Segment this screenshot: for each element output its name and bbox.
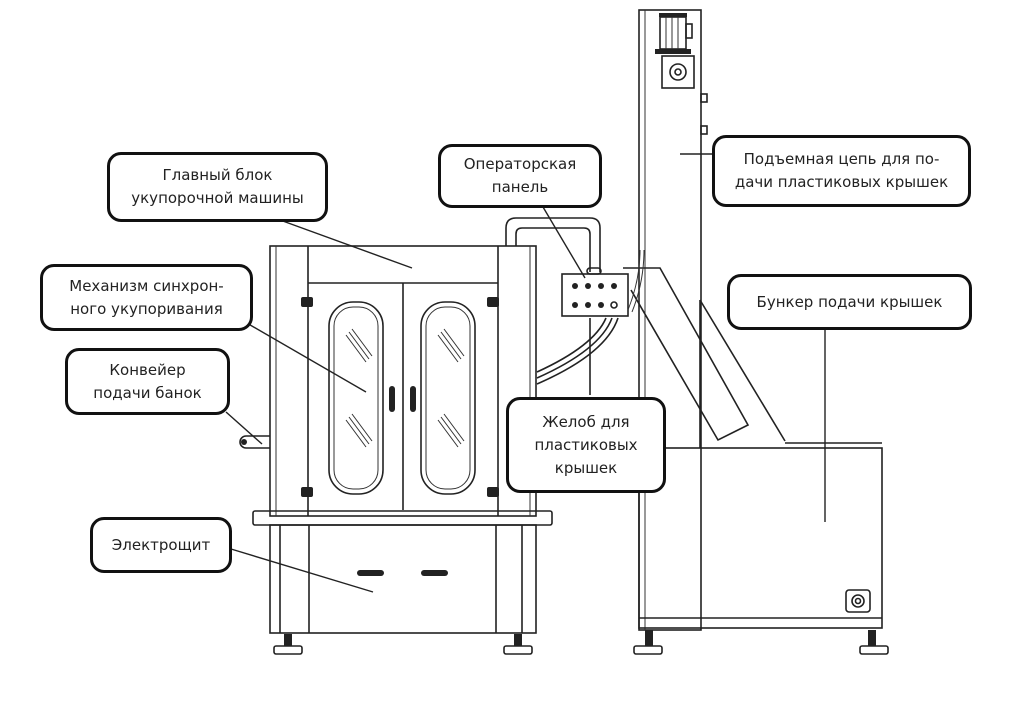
cap-hopper-drawing (633, 442, 889, 655)
callout-line: панель (491, 178, 549, 196)
callout-lift-chain: Подъемная цепь для по- дачи пластиковых … (712, 135, 971, 207)
callout-line: подачи банок (93, 383, 202, 402)
hinge (487, 487, 499, 497)
leader-lines (225, 153, 826, 593)
jar-conveyor-stub (239, 435, 270, 449)
callout-line: Механизм синхрон- (69, 276, 224, 295)
leader-jar-conveyor (225, 411, 263, 445)
door-handle (410, 386, 416, 412)
callout-line: Операторская (463, 155, 577, 173)
leader-sync-mechanism (244, 321, 367, 393)
callout-electrical-panel: Электрощит (90, 517, 232, 573)
callout-line: Бункер подачи крышек (756, 292, 943, 311)
cable-conduit (505, 217, 619, 395)
callout-line: крышек (554, 458, 618, 477)
callout-line: Желоб для (542, 412, 630, 431)
callout-line: укупорочной машины (131, 189, 304, 207)
cap-chute-drawing (623, 267, 786, 448)
callout-sync-mechanism: Механизм синхрон- ного укупоривания (40, 264, 253, 331)
callout-cap-hopper: Бункер подачи крышек (727, 274, 972, 330)
operator-panel (561, 267, 629, 317)
hinge (301, 297, 313, 307)
leveling-foot (633, 630, 663, 655)
callout-operator-panel: Операторская панель (438, 144, 602, 208)
callout-line: Главный блок (162, 166, 273, 184)
callout-line: пластиковых (534, 435, 638, 454)
motor-fan-icon (845, 589, 871, 613)
callout-line: ного укупоривания (70, 299, 223, 318)
lift-chain-tower (623, 9, 786, 631)
door-window-left (328, 301, 384, 495)
door-window-right (420, 301, 476, 495)
hinge (487, 297, 499, 307)
main-capping-unit (239, 245, 553, 655)
leader-electrical-panel (230, 548, 374, 593)
door-handle (389, 386, 395, 412)
callout-main-unit: Главный блок укупорочной машины (107, 152, 328, 222)
leveling-foot (503, 634, 533, 655)
cabinet-handle (421, 570, 448, 576)
callout-line: Электрощит (111, 535, 211, 554)
callout-jar-conveyor: Конвейер подачи банок (65, 348, 230, 415)
callout-line: Конвейер (109, 360, 186, 379)
leader-main-unit (279, 219, 413, 269)
callout-cap-chute: Желоб для пластиковых крышек (506, 397, 666, 493)
motor-icon (655, 13, 695, 89)
leveling-foot (273, 634, 303, 655)
leveling-foot (859, 630, 889, 655)
hinge (301, 487, 313, 497)
cabinet-handle (357, 570, 384, 576)
callout-line: Подъемная цепь для по- (743, 150, 940, 168)
callout-line: дачи пластиковых крышек (734, 173, 949, 191)
leader-operator-panel (542, 206, 586, 279)
